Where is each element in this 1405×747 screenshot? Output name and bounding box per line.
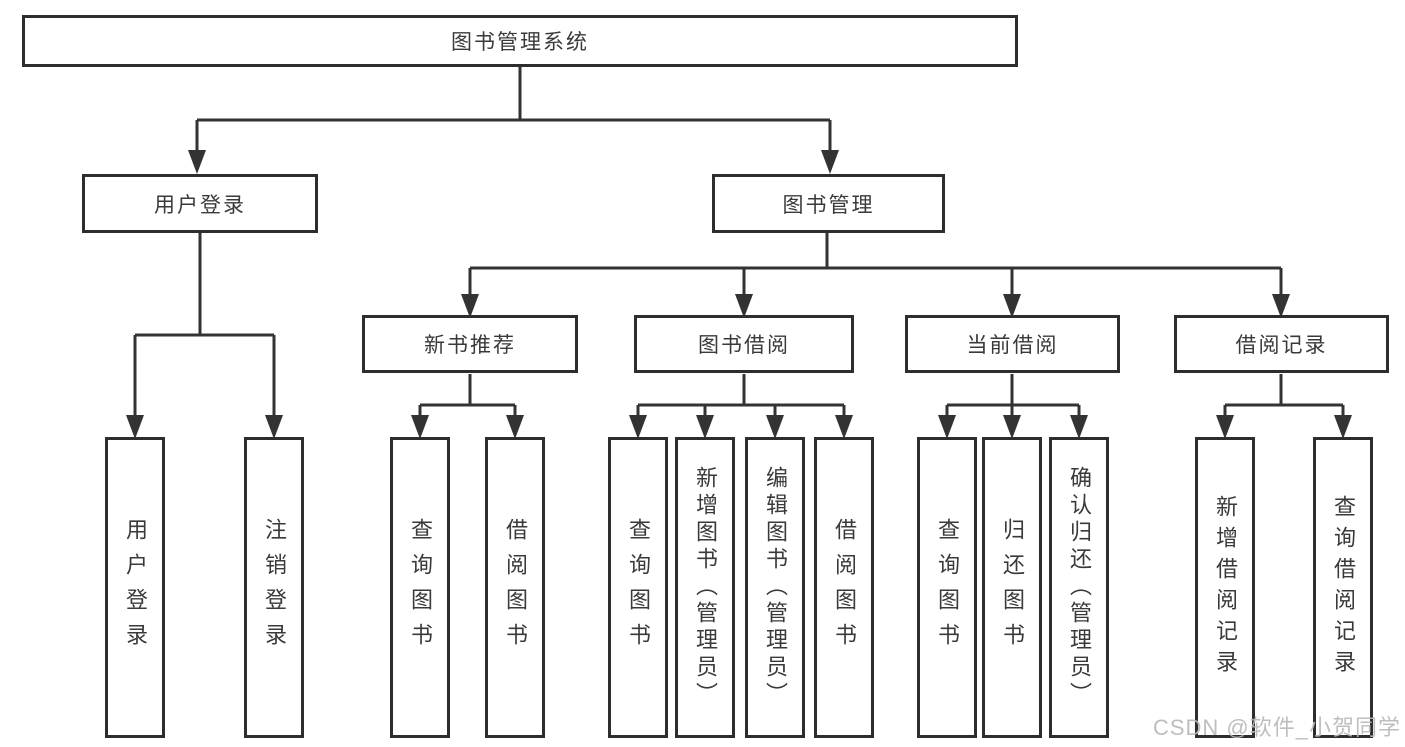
node-label: 新增借阅记录 — [1213, 494, 1238, 681]
node-label: 确认归还（管理员） — [1067, 466, 1092, 709]
node-leaf-bb-edit-books-admin: 编辑图书（管理员） — [745, 437, 805, 738]
node-label: 新书推荐 — [424, 334, 516, 357]
node-label: 图书管理系统 — [451, 31, 589, 54]
node-leaf-bb-query-books: 查询图书 — [608, 437, 668, 738]
node-book-borrowing: 图书借阅 — [634, 315, 854, 373]
node-leaf-cb-return-books: 归还图书 — [982, 437, 1042, 738]
arrowheads — [126, 150, 1352, 439]
node-label: 图书借阅 — [698, 334, 790, 357]
node-leaf-bb-add-books-admin: 新增图书（管理员） — [675, 437, 735, 738]
node-label: 图书管理 — [782, 193, 875, 217]
node-label: 当前借阅 — [966, 334, 1059, 357]
node-leaf-user-login: 用户登录 — [105, 437, 165, 738]
csdn-watermark: CSDN @软件_小贺同学 — [1152, 715, 1401, 740]
node-leaf-bb-borrow-books: 借阅图书 — [814, 437, 874, 738]
node-new-book-recommendation: 新书推荐 — [362, 315, 578, 373]
node-leaf-rec-borrow-books: 借阅图书 — [485, 437, 545, 738]
node-leaf-br-query-record: 查询借阅记录 — [1313, 437, 1373, 738]
node-book-management-module: 图书管理 — [712, 174, 945, 233]
node-leaf-rec-query-books: 查询图书 — [390, 437, 450, 738]
node-label: 编辑图书（管理员） — [763, 466, 788, 709]
node-label: 借阅图书 — [832, 517, 857, 658]
node-label: 借阅图书 — [503, 517, 528, 658]
node-user-login-module: 用户登录 — [82, 174, 318, 233]
node-label: 新增图书（管理员） — [693, 466, 718, 709]
node-current-borrowing: 当前借阅 — [905, 315, 1120, 373]
node-label: 借阅记录 — [1235, 334, 1328, 357]
node-leaf-cb-confirm-return-admin: 确认归还（管理员） — [1049, 437, 1109, 738]
node-label: 用户登录 — [123, 517, 148, 658]
node-label: 查询图书 — [935, 517, 960, 658]
node-label: 用户登录 — [154, 193, 246, 217]
node-label: 查询图书 — [408, 517, 433, 658]
node-borrowing-records: 借阅记录 — [1174, 315, 1389, 373]
node-label: 归还图书 — [1000, 517, 1025, 658]
node-leaf-logout: 注销登录 — [244, 437, 304, 738]
node-root-library-management-system: 图书管理系统 — [22, 15, 1018, 67]
node-label: 注销登录 — [262, 517, 287, 658]
node-leaf-cb-query-books: 查询图书 — [917, 437, 977, 738]
node-label: 查询图书 — [626, 517, 651, 658]
node-label: 查询借阅记录 — [1331, 494, 1356, 681]
node-leaf-br-add-record: 新增借阅记录 — [1195, 437, 1255, 738]
